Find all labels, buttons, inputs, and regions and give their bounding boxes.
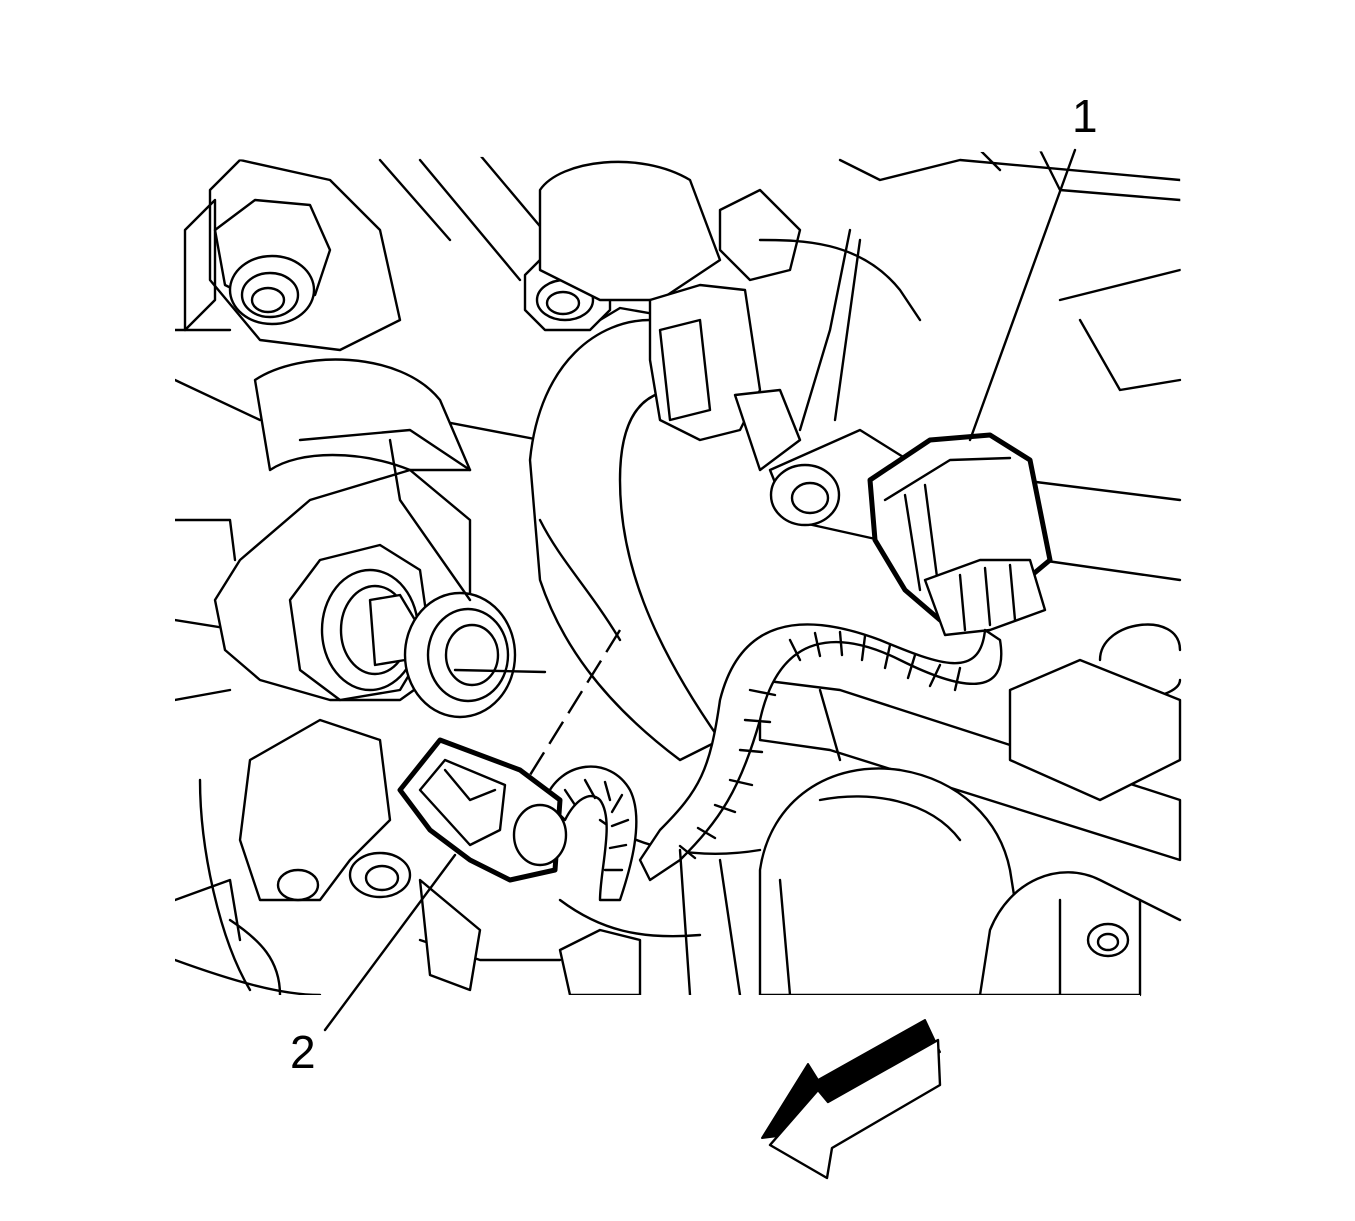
leader-line-2 xyxy=(323,853,457,1032)
callout-2: 2 xyxy=(290,1026,316,1078)
installation-path-line xyxy=(528,629,622,776)
direction-arrow-icon xyxy=(761,1019,942,1180)
engine-illustration xyxy=(175,150,1182,997)
callout-1: 1 xyxy=(1072,90,1098,142)
leader-line-1 xyxy=(968,148,1077,442)
